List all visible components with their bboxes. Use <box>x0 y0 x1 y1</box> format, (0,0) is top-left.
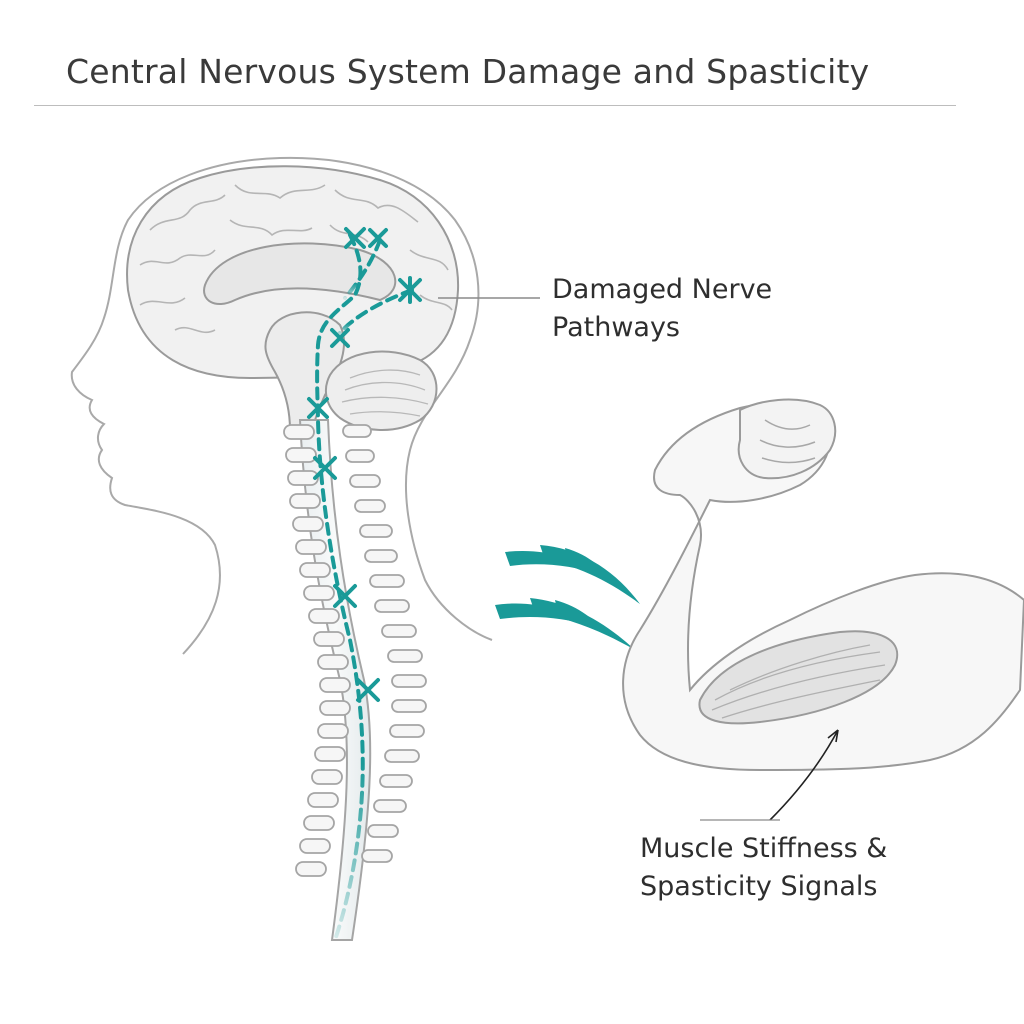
damaged-nerve-label-line2: Pathways <box>552 309 772 347</box>
muscle-label-line2: Spasticity Signals <box>640 868 887 906</box>
muscle-label-line1: Muscle Stiffness & <box>640 830 887 868</box>
flexed-arm <box>623 400 1024 770</box>
spasticity-signal-swooshes <box>495 545 640 650</box>
damaged-nerve-pathways-label: Damaged Nerve Pathways <box>552 271 772 347</box>
damaged-nerve-label-line1: Damaged Nerve <box>552 271 772 309</box>
muscle-stiffness-label: Muscle Stiffness & Spasticity Signals <box>640 830 887 906</box>
